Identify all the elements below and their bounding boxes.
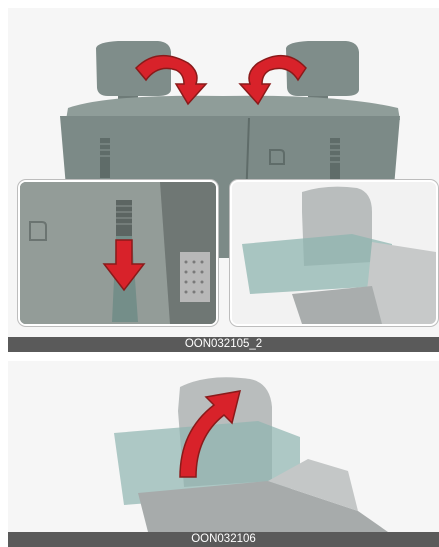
figure-seat-fold: OON032105_2	[8, 8, 439, 352]
inset-release-strap	[18, 180, 218, 326]
inset-seat-folded	[230, 180, 438, 326]
figure-caption: OON032105_2	[8, 337, 439, 352]
figure-caption: OON032106	[8, 532, 439, 547]
headrest-raise-illustration	[8, 361, 439, 532]
figure-headrest-raise: OON032106	[8, 361, 439, 547]
